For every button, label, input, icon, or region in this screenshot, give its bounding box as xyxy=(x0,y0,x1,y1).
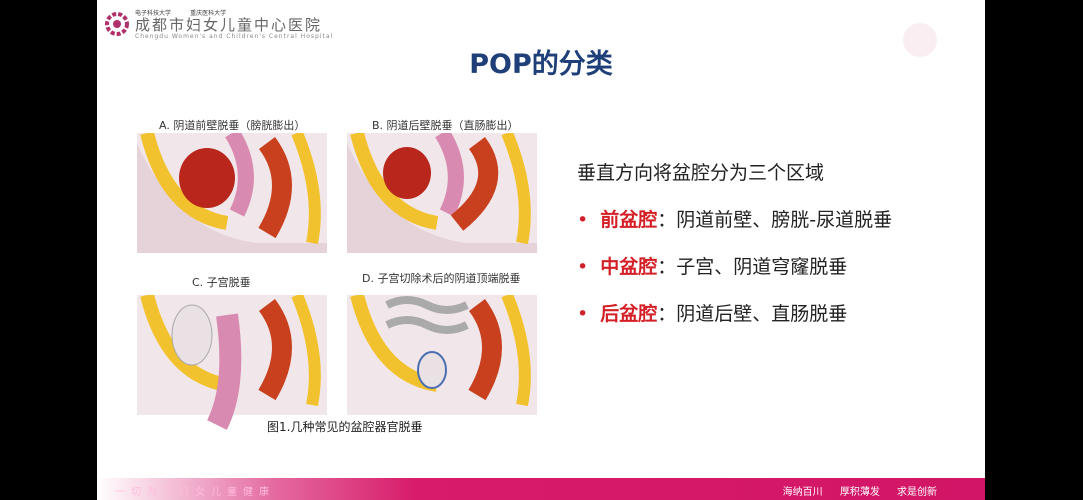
term: 后盆腔 xyxy=(600,303,658,325)
figure-d-illustration xyxy=(347,295,537,415)
hospital-emblem-icon xyxy=(105,12,129,36)
figure-c-caption: C. 子宫脱垂 xyxy=(192,276,251,289)
list-item: •后盆腔：阴道后壁、直肠脱垂 xyxy=(577,303,848,325)
list-item: •前盆腔：阴道前壁、膀胱-尿道脱垂 xyxy=(577,209,893,231)
figure-b-caption: B. 阴道后壁脱垂（直肠膨出） xyxy=(372,119,519,132)
description: ：子宫、阴道穹窿脱垂 xyxy=(657,256,848,278)
medical-university-name: 重庆医科大学 xyxy=(190,10,227,17)
figure-a-illustration xyxy=(137,133,327,253)
figure-a-caption: A. 阴道前壁脱垂（膀胱膨出） xyxy=(159,119,306,132)
hospital-logo: 电子科技大学 重庆医科大学 成都市妇女儿童中心医院 Chengdu Women'… xyxy=(105,8,333,40)
description: ：阴道后壁、直肠脱垂 xyxy=(657,303,848,325)
slide: 电子科技大学 重庆医科大学 成都市妇女儿童中心医院 Chengdu Women'… xyxy=(97,0,985,500)
figure-c-illustration xyxy=(137,295,327,430)
hospital-name: 成都市妇女儿童中心医院 xyxy=(135,16,323,34)
term: 中盆腔 xyxy=(600,256,658,278)
footer-motto: 海纳百川 厚积薄发 求是创新 xyxy=(782,487,937,498)
hospital-name-en: Chengdu Women's and Children's Central H… xyxy=(135,33,334,40)
intro-text: 垂直方向将盆腔分为三个区域 xyxy=(577,162,825,184)
footer-bar: 一切为了妇女儿童健康 海纳百川 厚积薄发 求是创新 xyxy=(97,478,985,500)
slide-title: POP的分类 xyxy=(469,49,613,80)
figure-caption: 图1.几种常见的盆腔器官脱垂 xyxy=(267,420,423,434)
footer-slogan: 一切为了妇女儿童健康 xyxy=(115,487,275,498)
figure-d-caption: D. 子宫切除术后的阴道顶端脱垂 xyxy=(362,272,521,285)
watermark-icon xyxy=(903,23,937,57)
term: 前盆腔 xyxy=(600,209,658,231)
list-item: •中盆腔：子宫、阴道穹窿脱垂 xyxy=(577,256,848,278)
university-name: 电子科技大学 xyxy=(135,10,172,17)
figure-b-illustration xyxy=(347,133,537,253)
description: ：阴道前壁、膀胱-尿道脱垂 xyxy=(657,209,893,231)
classification-text: 垂直方向将盆腔分为三个区域 •前盆腔：阴道前壁、膀胱-尿道脱垂 •中盆腔：子宫、… xyxy=(577,158,892,346)
